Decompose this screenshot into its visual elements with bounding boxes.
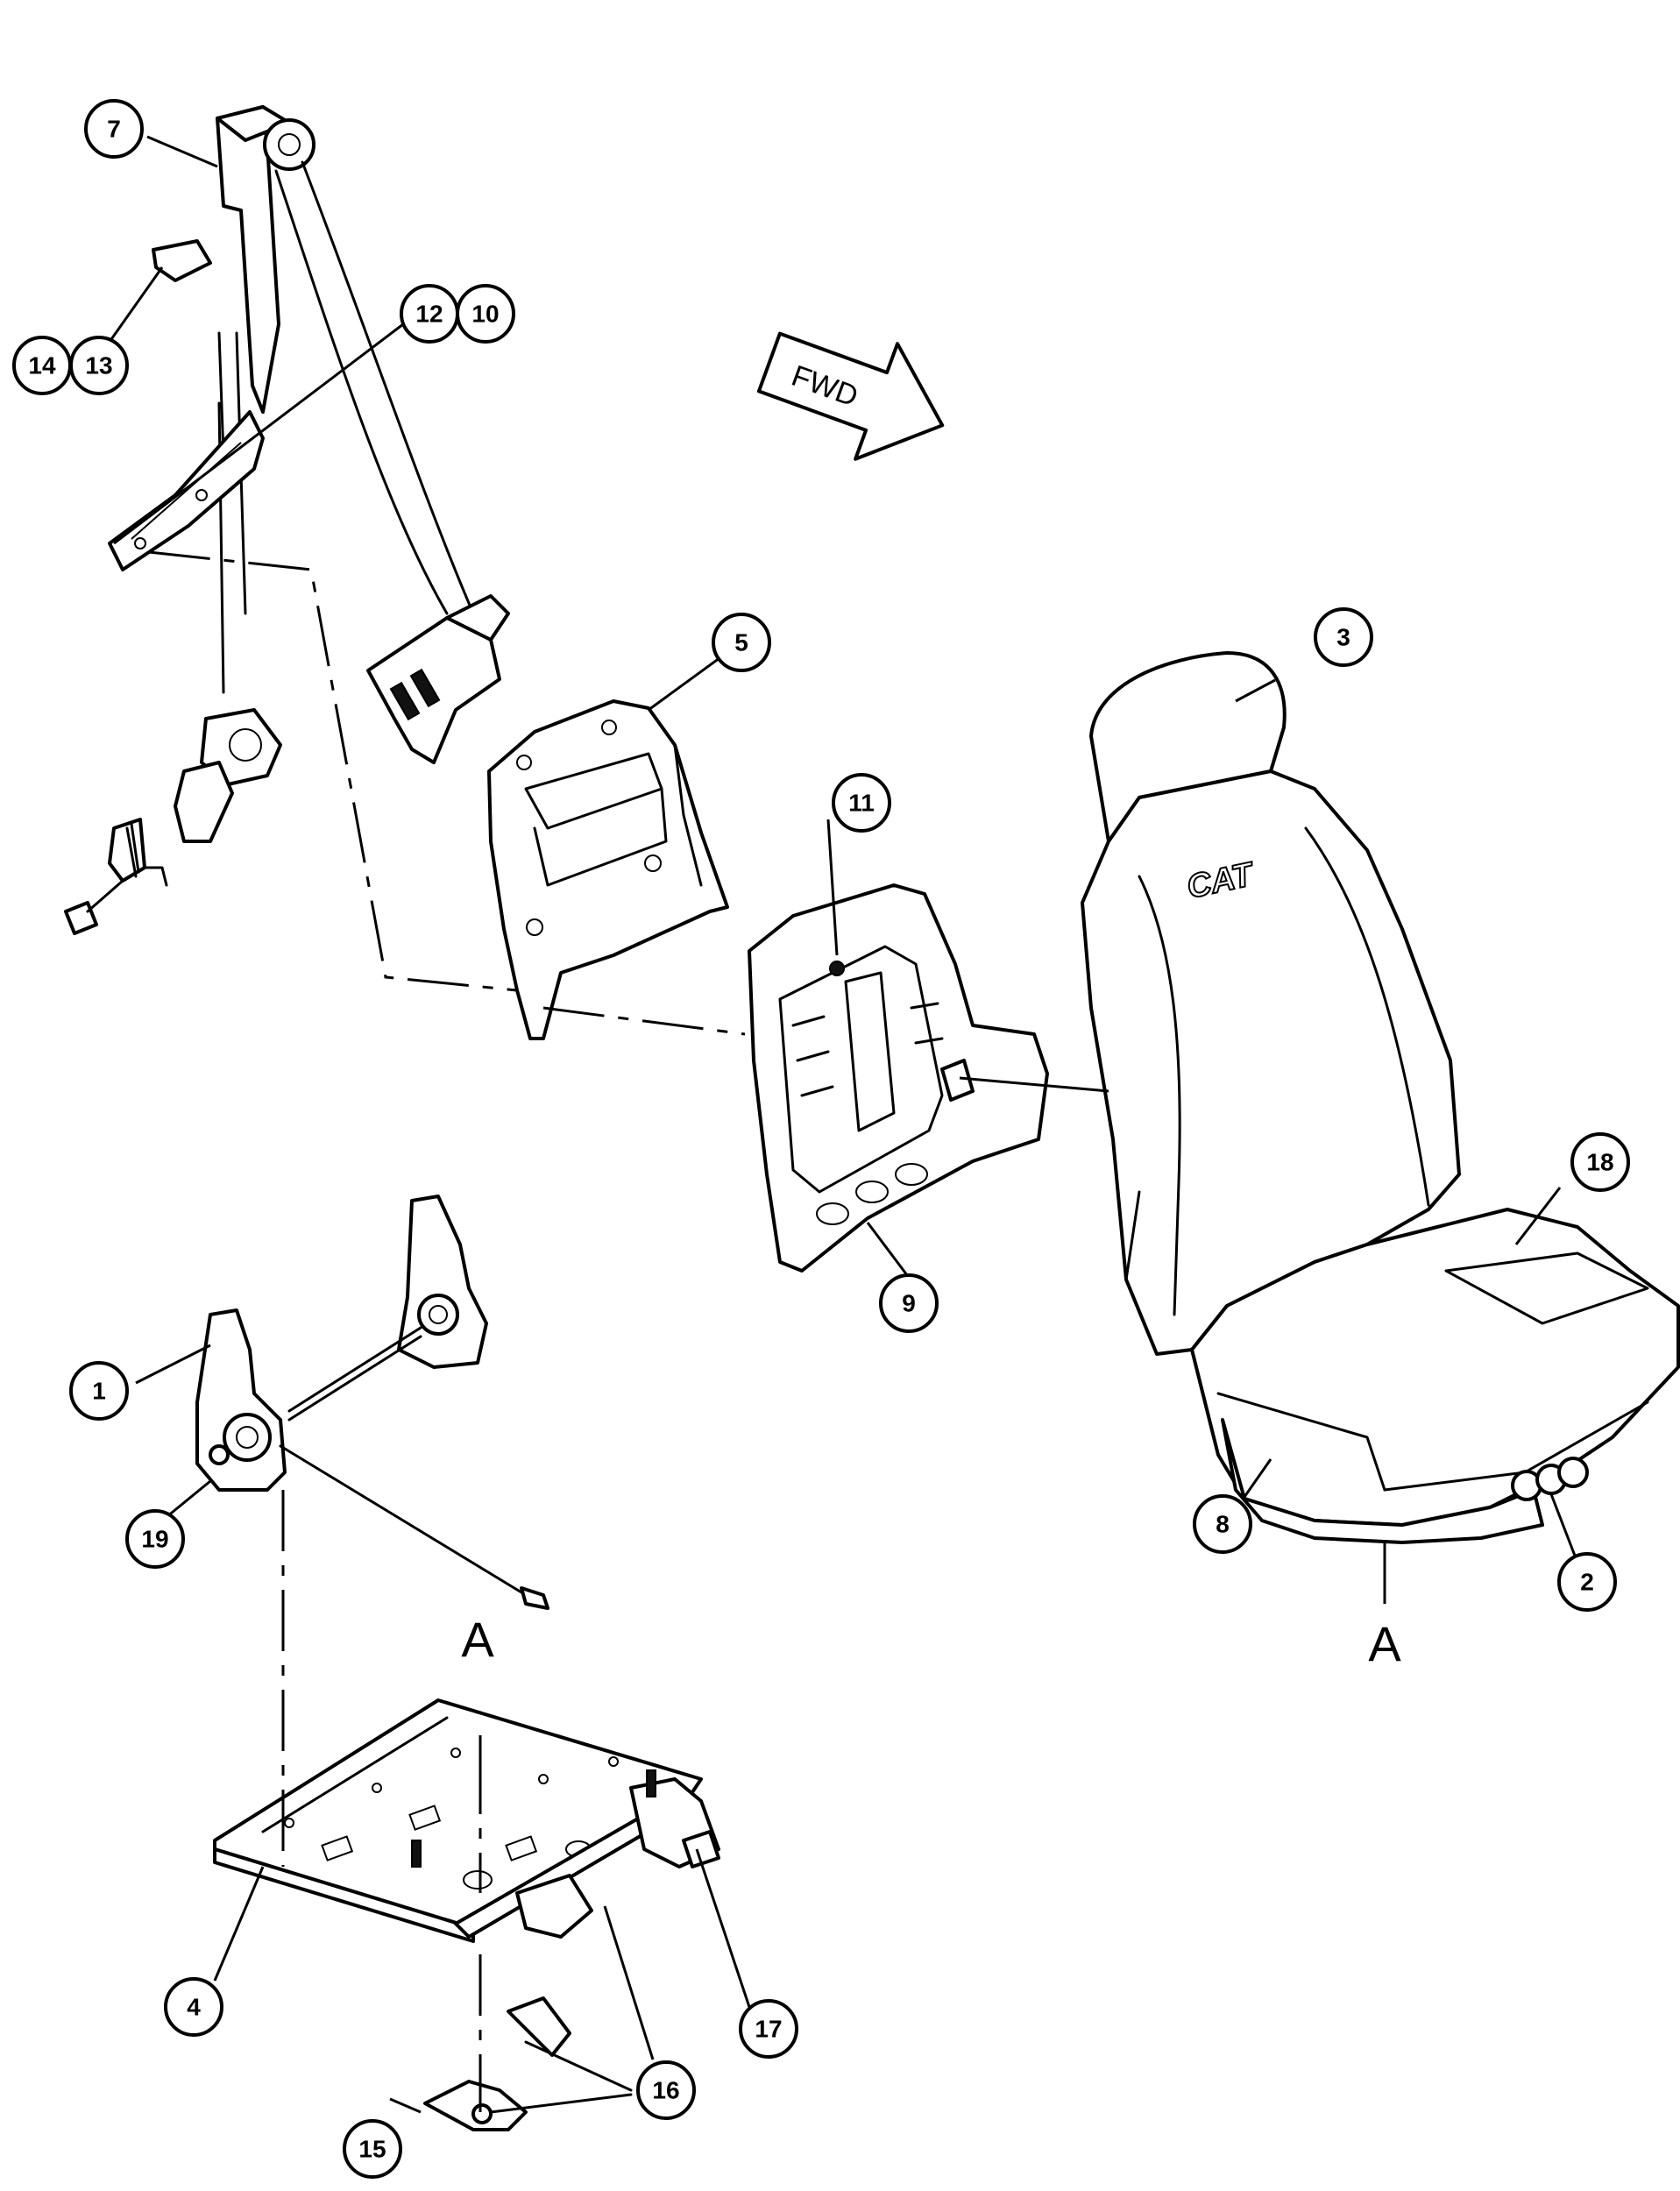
seat-back-pan	[748, 883, 1049, 1273]
reference-a-left: A	[461, 1612, 494, 1667]
leader-lines	[108, 135, 1577, 2114]
callout-4: 4	[164, 1977, 223, 2037]
callout-5: 5	[712, 613, 771, 672]
svg-text:9: 9	[902, 1290, 916, 1317]
svg-text:11: 11	[848, 790, 875, 817]
reference-a-right: A	[1368, 1616, 1401, 1671]
belt-mounting-bracket	[108, 410, 265, 571]
svg-text:19: 19	[141, 1526, 168, 1553]
callout-10: 10	[456, 284, 515, 344]
callout-17: 17	[739, 1999, 798, 2059]
callout-15: 15	[343, 2119, 402, 2179]
svg-text:12: 12	[415, 301, 443, 328]
belt-retractor	[64, 708, 282, 935]
callout-1: 1	[69, 1361, 129, 1421]
svg-text:14: 14	[28, 352, 56, 379]
callout-3: 3	[1314, 607, 1373, 667]
belt-buckle-tongue	[366, 594, 510, 764]
callout-8: 8	[1193, 1494, 1252, 1554]
forward-direction-arrow: FWD	[756, 331, 945, 461]
callout-7: 7	[84, 99, 144, 159]
assembly-lines	[148, 550, 1386, 2112]
seat-track-base	[213, 1698, 720, 2131]
callout-12: 12	[400, 284, 459, 344]
svg-text:8: 8	[1216, 1511, 1230, 1538]
svg-text:15: 15	[358, 2136, 386, 2163]
svg-text:13: 13	[85, 352, 112, 379]
svg-text:7: 7	[107, 116, 121, 143]
callout-9: 9	[879, 1273, 939, 1333]
backrest-frame	[487, 699, 729, 1040]
callout-14: 14	[12, 336, 72, 395]
svg-text:17: 17	[755, 2016, 782, 2043]
svg-text:10: 10	[471, 301, 499, 328]
complete-seat: CAT	[1081, 651, 1680, 1544]
svg-text:16: 16	[652, 2077, 679, 2104]
svg-text:2: 2	[1580, 1569, 1594, 1596]
callout-11: 11	[832, 773, 891, 833]
callout-16: 16	[636, 2060, 696, 2120]
svg-text:3: 3	[1336, 624, 1350, 651]
seat-belt-assembly	[152, 105, 475, 694]
recliner-mechanism	[195, 1195, 549, 1610]
svg-text:1: 1	[92, 1378, 106, 1405]
callout-13: 13	[69, 336, 129, 395]
callout-18: 18	[1570, 1132, 1630, 1192]
svg-text:18: 18	[1586, 1149, 1613, 1176]
svg-text:5: 5	[734, 629, 748, 656]
callout-19: 19	[125, 1509, 185, 1569]
cat-logo: CAT	[1184, 855, 1258, 905]
svg-text:4: 4	[187, 1994, 201, 2021]
callout-2: 2	[1557, 1552, 1617, 1612]
